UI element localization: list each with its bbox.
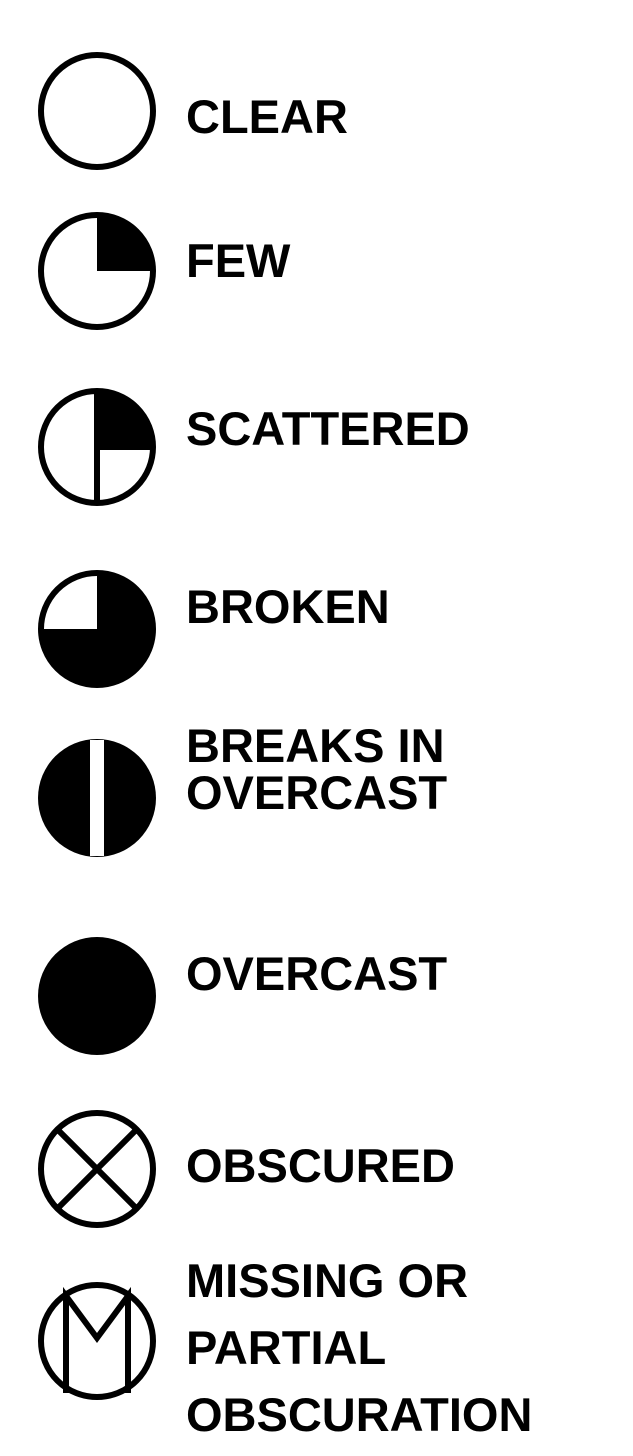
few-circle-icon (36, 210, 158, 332)
obscured-circle-icon (36, 1108, 158, 1230)
scattered-circle-icon (36, 386, 158, 508)
legend-label-missing-line-1: MISSING OR (186, 1254, 469, 1307)
legend-label-missing-line-2: PARTIAL (186, 1321, 387, 1374)
legend-label-breaks-line-1: BREAKS IN (186, 719, 445, 772)
legend-label-scattered: SCATTERED (186, 402, 470, 455)
legend-label-missing: MISSING OR PARTIAL OBSCURATION (186, 1257, 532, 1438)
legend-label-obscured: OBSCURED (186, 1139, 455, 1192)
legend-label-breaks-line-2: OVERCAST (186, 766, 448, 819)
legend-label-breaks-in-overcast: BREAKS IN OVERCAST (186, 722, 447, 816)
broken-circle-icon (36, 568, 158, 690)
legend-label-overcast: OVERCAST (186, 947, 448, 1000)
clear-circle-icon (36, 50, 158, 172)
overcast-circle-icon (36, 935, 158, 1057)
breaks-in-overcast-circle-icon (36, 737, 158, 859)
legend-label-missing-line-3: OBSCURATION (186, 1388, 533, 1441)
legend-label-few: FEW (186, 234, 291, 287)
legend-label-broken: BROKEN (186, 580, 390, 633)
missing-or-partial-obscuration-circle-icon (36, 1280, 158, 1402)
legend-label-clear: CLEAR (186, 90, 348, 143)
